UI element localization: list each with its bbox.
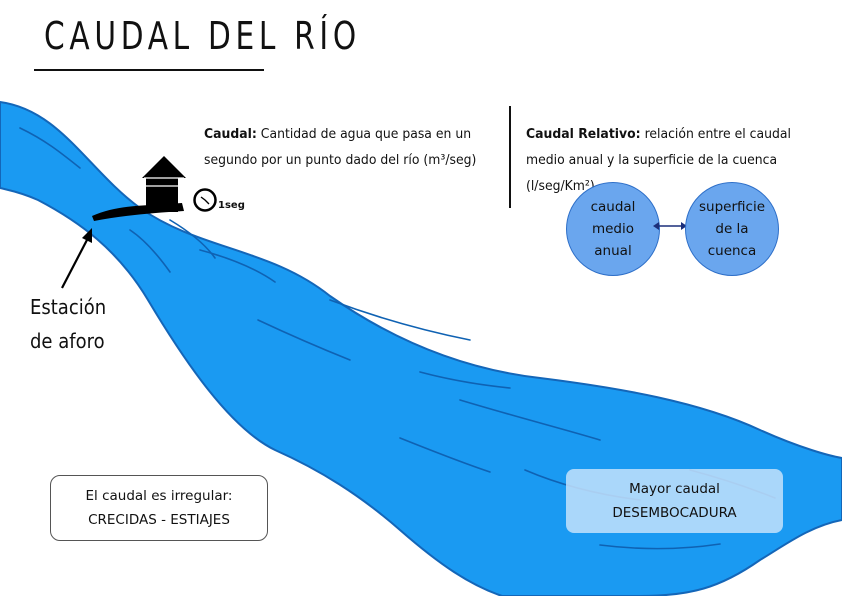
- caudal-text: Cantidad de agua que pasa en un segundo …: [204, 126, 477, 168]
- mayor-line2: DESEMBOCADURA: [612, 505, 737, 521]
- station-arrow-icon: [61, 228, 92, 289]
- caudal-term: Caudal:: [204, 126, 257, 142]
- circle-right-label: superficie de la cuenca: [699, 199, 765, 259]
- mayor-line1: Mayor caudal: [629, 481, 720, 497]
- stopwatch-icon: [193, 188, 217, 212]
- caudal-definition: Caudal: Cantidad de agua que pasa en un …: [204, 121, 480, 173]
- page-title: CAUDAL DEL RÍO: [44, 14, 361, 58]
- caudal-relativo-term: Caudal Relativo:: [526, 126, 641, 142]
- station-label: Estación de aforo: [30, 290, 106, 358]
- irregular-caudal-box: El caudal es irregular: CRECIDAS - ESTIA…: [50, 475, 268, 541]
- vertical-divider: [509, 106, 511, 208]
- circle-caudal-medio-anual: caudal medio anual: [566, 182, 660, 276]
- circle-left-label: caudal medio anual: [590, 199, 636, 259]
- title-underline: [34, 69, 264, 71]
- irregular-line1: El caudal es irregular:: [85, 488, 233, 504]
- gauging-station-icon: [92, 156, 186, 221]
- mayor-caudal-box: Mayor caudal DESEMBOCADURA: [566, 469, 783, 533]
- circle-superficie-cuenca: superficie de la cuenca: [685, 182, 779, 276]
- station-label-line1: Estación: [30, 295, 107, 319]
- caudal-relativo-text: relación entre el caudal medio anual y l…: [526, 126, 791, 194]
- double-arrow-icon: [653, 222, 687, 230]
- stopwatch-label: 1seg: [218, 200, 245, 211]
- station-label-line2: de aforo: [30, 329, 105, 353]
- caudal-relativo-definition: Caudal Relativo: relación entre el cauda…: [526, 121, 830, 199]
- irregular-line2: CRECIDAS - ESTIAJES: [88, 512, 230, 528]
